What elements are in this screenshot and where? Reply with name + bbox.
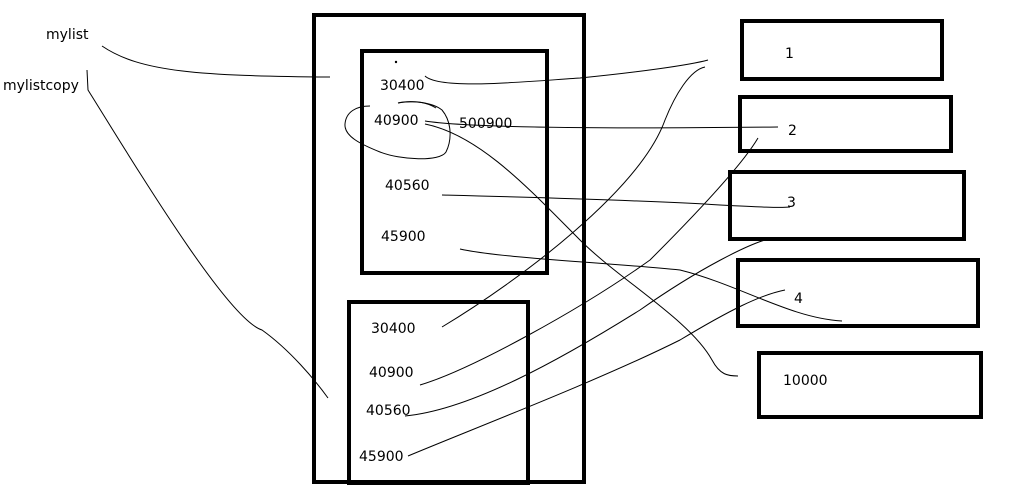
wire-copy-2-to-3 [404,237,773,417]
copy-item-2: 40560 [366,403,411,419]
orig-item-1: 40900 [374,113,419,129]
list-original-box [360,49,549,275]
object-box-4 [736,258,980,328]
object-label-4: 4 [794,291,803,307]
orig-replaced-value: 500900 [459,116,512,132]
label-mylist: mylist [46,27,89,43]
circle-around-40900 [344,101,451,160]
wire-mylist [101,45,331,78]
orig-item-3: 45900 [381,229,426,245]
orig-item-2: 40560 [385,178,430,194]
object-label-10000: 10000 [783,373,828,389]
scribble-near-40900 [397,101,437,109]
object-label-1: 1 [785,46,794,62]
wire-orig-1-to-2 [424,120,779,129]
list-copy-box [347,300,530,485]
wire-orig-3-to-4 [459,248,843,322]
object-label-3: 3 [787,195,796,211]
label-mylistcopy: mylistcopy [3,78,79,94]
object-box-3 [728,170,966,241]
copy-item-1: 40900 [369,365,414,381]
object-box-10000 [757,351,983,419]
object-box-1 [740,19,944,81]
orig-item-0: 30400 [380,78,425,94]
dot-mark [394,60,398,64]
copy-item-3: 45900 [359,449,404,465]
wire-orig-0-to-1 [424,59,709,85]
outer-container-box [312,13,586,484]
wire-copy-0-to-1 [441,66,706,328]
object-label-2: 2 [788,123,797,139]
wire-mylistcopy [86,69,329,399]
wire-orig-1-to-10000 [424,123,739,377]
copy-item-0: 30400 [371,321,416,337]
wire-copy-1-to-2 [419,137,759,386]
object-box-2 [738,95,953,153]
wire-copy-3-to-4 [407,289,786,457]
wire-orig-2-to-3 [441,194,791,208]
